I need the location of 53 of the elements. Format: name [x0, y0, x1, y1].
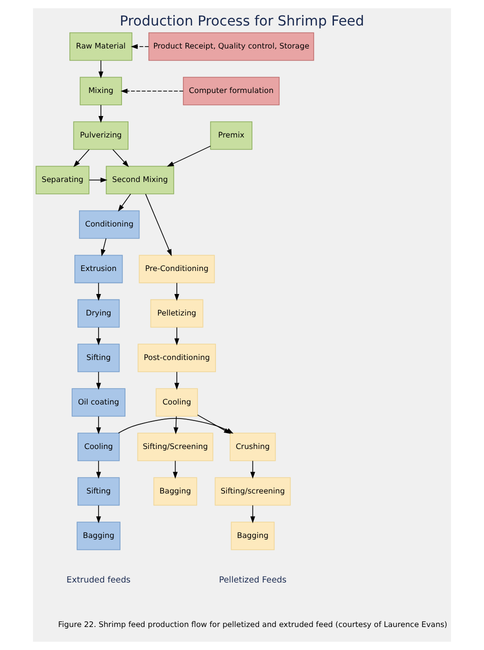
node-box: Bagging [230, 522, 275, 550]
arrow [118, 194, 131, 212]
node-box: Oil coating [72, 388, 126, 417]
arrow [174, 416, 178, 434]
diagram-title: Production Process for Shrimp Feed [120, 13, 364, 30]
node-box: Bagging [76, 522, 120, 550]
node-box: Sifting [77, 477, 120, 506]
node-box: Pulverizing [73, 121, 128, 150]
arrow [96, 371, 101, 390]
label: Pelletized Feeds [218, 574, 287, 585]
arrow [166, 146, 211, 167]
arrow [130, 44, 150, 49]
node-box: Post-conditioning [138, 344, 216, 372]
node-box: Extrusion [74, 254, 123, 284]
arrow [100, 238, 106, 256]
arrow [174, 327, 180, 346]
node-box: Drying [77, 299, 120, 328]
arrow [96, 327, 101, 346]
node-box: Product Receipt, Quality control, Storage [148, 32, 314, 61]
node-box: Computer formulation [182, 76, 280, 106]
arrow [96, 460, 101, 479]
arrow [88, 178, 108, 182]
node-box: Pre-Conditioning [138, 254, 215, 284]
node-box: Pelletizing [150, 299, 204, 328]
node-box: Sifting/screening [214, 477, 291, 506]
node-box: Raw Material [69, 32, 132, 61]
arrow [172, 460, 178, 479]
node-box: Premix [210, 121, 252, 150]
node-box: Sifting/Screening [137, 432, 214, 462]
arrow [96, 282, 101, 301]
arrow [120, 88, 184, 94]
node-box: Crushing [230, 432, 276, 462]
arrow [98, 104, 104, 123]
arrow [145, 194, 172, 256]
node-box: Cooling [77, 432, 120, 462]
node-box: Second Mixing [106, 166, 174, 194]
arrow [112, 149, 129, 168]
arrow [96, 504, 101, 524]
arrow [250, 460, 256, 479]
arrow [73, 149, 90, 168]
arrow [174, 371, 180, 390]
label: Extruded feeds [66, 574, 131, 585]
caption: Figure 22. Shrimp feed production flow for pelletized and extruded feed (courtesy of Laurence Evans) [58, 620, 448, 629]
arrow [250, 504, 256, 524]
node-box: Sifting [77, 344, 120, 372]
node-box: Separating [36, 166, 90, 194]
node-box: Cooling [156, 388, 198, 417]
node-box: Bagging [153, 477, 198, 506]
node-box: Conditioning [79, 210, 140, 239]
arrow [98, 60, 104, 78]
node-box: Mixing [80, 76, 122, 106]
arrow [174, 282, 180, 301]
arrow [96, 416, 101, 434]
